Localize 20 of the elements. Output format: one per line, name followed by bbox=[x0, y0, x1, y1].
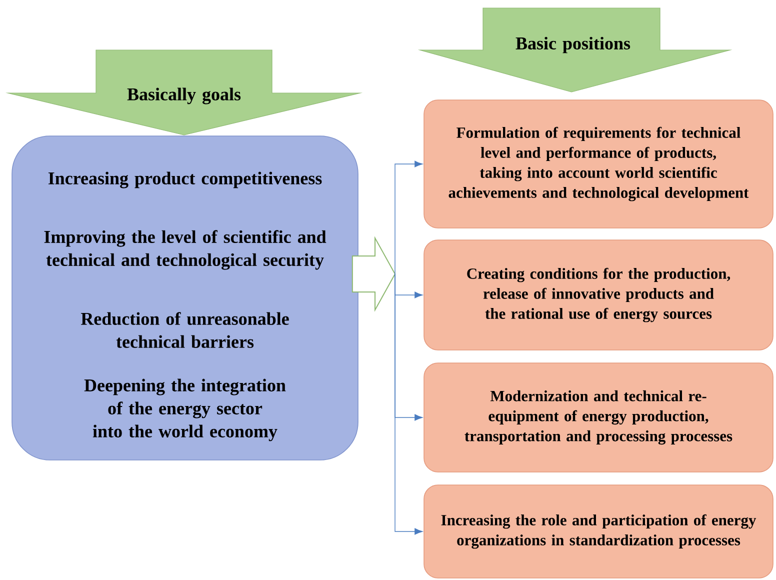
position-text: Creating conditions for the production, release of innovative products and the rational use of energy sources bbox=[467, 268, 730, 322]
arrow-label: Basically goals bbox=[127, 88, 241, 104]
goal-box bbox=[12, 136, 358, 460]
position-box bbox=[424, 484, 774, 578]
goal-text: Reduction of unreasonable technical barriers bbox=[80, 312, 289, 348]
position-box bbox=[424, 240, 774, 350]
position-text: Formulation of requirements for technical level and performance of products, taking into account world scientific achievements and technological development bbox=[448, 126, 749, 202]
position-text: Increasing the role and participation of energy organizations in standardization processes bbox=[441, 514, 756, 549]
arrow bbox=[394, 160, 423, 274]
down-arrow bbox=[418, 8, 732, 92]
arrow-label: Basic positions bbox=[516, 36, 630, 54]
goal-text: Increasing product competitiveness bbox=[48, 172, 322, 188]
down-arrow bbox=[5, 50, 363, 136]
position-text: Modernization and technical re-equipment of energy production, transportation and processing processes bbox=[464, 390, 732, 445]
position-box bbox=[424, 100, 774, 228]
hollow-arrow bbox=[352, 236, 396, 312]
arrow bbox=[394, 274, 423, 535]
goal-text: Deepening the integration of the energy sector into the world economy bbox=[84, 378, 286, 442]
position-box bbox=[424, 362, 774, 472]
goal-text: Improving the level of scientific and technical and technological security bbox=[44, 230, 326, 270]
